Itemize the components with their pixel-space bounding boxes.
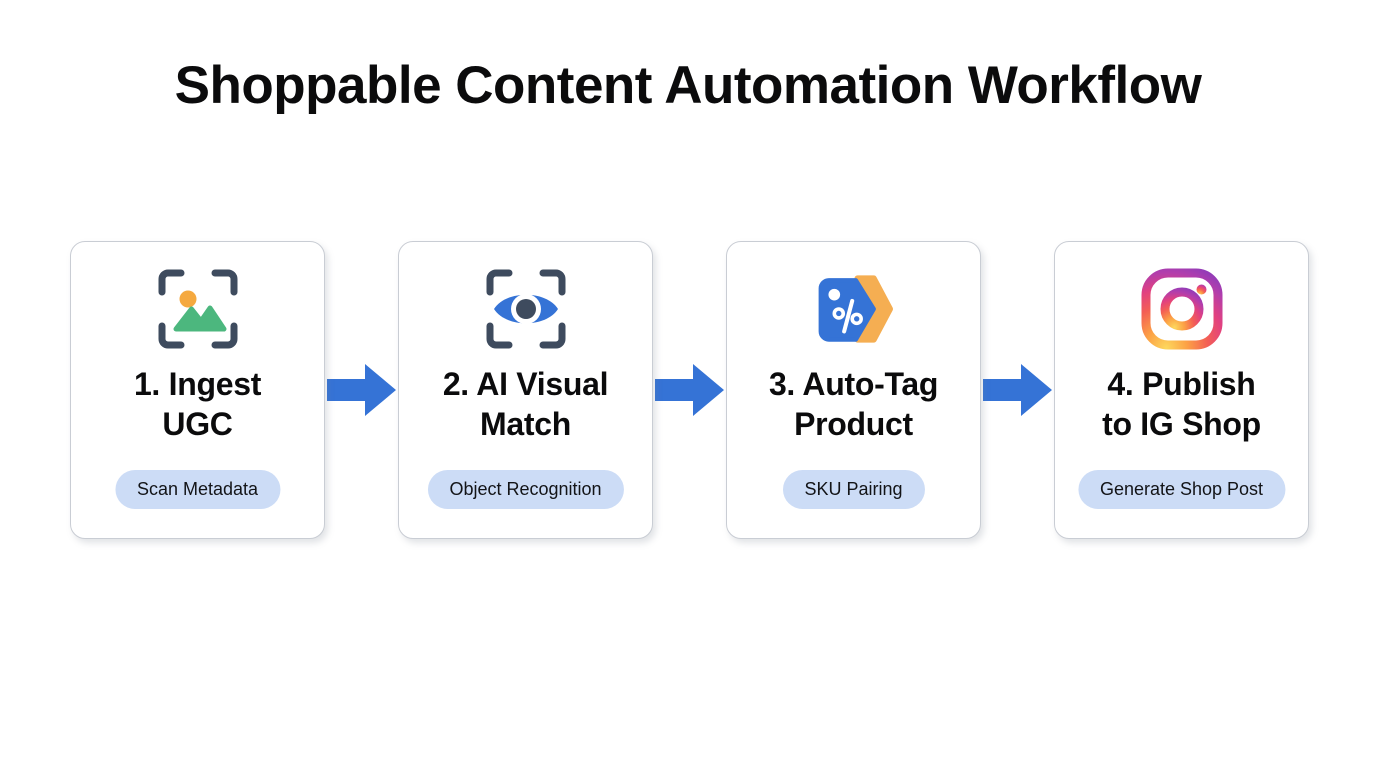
step-title-line-1: 3. Auto-Tag <box>768 366 939 402</box>
step-title-line-2: Product <box>794 406 913 443</box>
step-title-line-1: 2. AI Visual <box>442 366 609 402</box>
step-title-line-2: Match <box>480 406 571 443</box>
workflow-step-title-2: 2. AI Visual Match <box>435 364 616 445</box>
step-title-line-2: to IG Shop <box>1102 406 1261 443</box>
workflow-step-title-4: 4. Publish to IG Shop <box>1094 364 1269 445</box>
workflow-step-card-2[interactable]: 2. AI Visual Match Object Recognition <box>398 241 653 539</box>
step-title-line-2: UGC <box>162 406 233 443</box>
workflow-step-title-3: 3. Auto-Tag Product <box>761 364 946 445</box>
arrow-right-icon <box>981 359 1054 421</box>
workflow-flow-row: 1. Ingest UGC Scan Metadata <box>70 240 1309 540</box>
step-title-line-1: 4. Publish <box>1107 366 1256 402</box>
workflow-step-pill-4[interactable]: Generate Shop Post <box>1077 470 1286 509</box>
arrow-right-icon <box>325 359 398 421</box>
eye-scan-icon <box>483 266 569 352</box>
price-tag-percent-icon <box>811 266 897 352</box>
workflow-step-pill-1[interactable]: Scan Metadata <box>114 470 281 509</box>
workflow-step-card-3[interactable]: 3. Auto-Tag Product SKU Pairing <box>726 241 981 539</box>
workflow-step-pill-2[interactable]: Object Recognition <box>427 470 624 509</box>
instagram-icon <box>1139 266 1225 352</box>
arrow-right-icon <box>653 359 726 421</box>
step-title-line-1: 1. Ingest <box>133 366 262 402</box>
workflow-step-card-4[interactable]: 4. Publish to IG Shop Generate Shop Post <box>1054 241 1309 539</box>
workflow-step-title-1: 1. Ingest UGC <box>126 364 269 445</box>
page-title: Shoppable Content Automation Workflow <box>174 56 1202 115</box>
workflow-step-card-1[interactable]: 1. Ingest UGC Scan Metadata <box>70 241 325 539</box>
image-scan-icon <box>155 266 241 352</box>
workflow-step-pill-3[interactable]: SKU Pairing <box>782 470 925 509</box>
